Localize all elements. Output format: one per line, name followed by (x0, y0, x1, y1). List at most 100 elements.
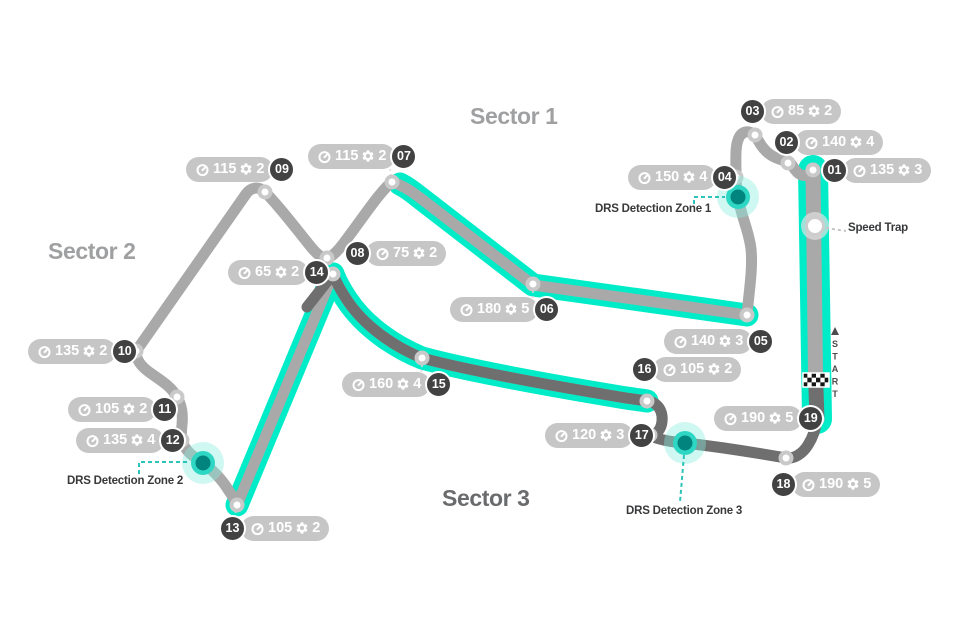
corner-speed: 85 (788, 103, 805, 119)
corner-gear: 4 (866, 134, 875, 150)
speed-trap-marker (801, 212, 847, 240)
corner-speed: 150 (655, 169, 680, 185)
corner-07-marker (384, 174, 400, 190)
drs-detection-dot-1 (717, 176, 759, 218)
corner-number: 05 (747, 327, 775, 355)
drs-detection-dot-3 (664, 422, 706, 464)
drs-label-connectors (138, 196, 725, 503)
corner-speed: 65 (255, 264, 272, 280)
drs-detection-zone-2-label: DRS Detection Zone 2 (67, 475, 184, 487)
speedometer-icon (318, 150, 331, 163)
corner-number: 19 (797, 404, 825, 432)
corner-number: 07 (390, 142, 418, 170)
corner-number: 03 (739, 97, 766, 125)
corner-speed: 135 (870, 162, 895, 178)
corner-gear: 4 (413, 376, 422, 392)
corner-gear: 4 (147, 432, 156, 448)
corner-number: 11 (151, 395, 179, 423)
drs-detection-zone-3-label: DRS Detection Zone 3 (626, 505, 743, 517)
corner-number: 12 (159, 426, 187, 454)
gear-icon (83, 345, 95, 357)
gear-icon (275, 266, 287, 278)
checkered-flag (802, 372, 830, 388)
corner-number: 17 (628, 421, 656, 449)
corner-badge-03: 03 85 2 (739, 97, 842, 125)
gear-icon (362, 150, 374, 162)
speedometer-icon (86, 434, 99, 447)
corner-gear: 5 (521, 301, 530, 317)
corner-05-marker (739, 307, 755, 323)
corner-number: 04 (711, 163, 739, 191)
corner-gear: 3 (735, 333, 744, 349)
corner-gear: 2 (291, 264, 300, 280)
corner-number: 09 (268, 155, 296, 183)
corner-13-marker (229, 497, 245, 513)
corner-speed: 75 (393, 245, 410, 261)
speedometer-icon (638, 171, 651, 184)
corner-gear: 2 (139, 401, 148, 417)
gear-icon (296, 522, 308, 534)
speedometer-icon (805, 136, 818, 149)
drs-detection-dot-2 (182, 442, 224, 484)
corner-speed: 190 (741, 410, 766, 426)
speedometer-icon (352, 378, 365, 391)
corner-speed: 120 (572, 427, 597, 443)
corner-speed: 140 (822, 134, 847, 150)
speedometer-icon (853, 164, 866, 177)
gear-icon (683, 171, 695, 183)
sector-3-label: Sector 3 (442, 485, 530, 511)
corner-speed: 190 (819, 476, 844, 492)
corner-speed-pill: 140 4 (795, 129, 884, 155)
corner-gear: 2 (312, 520, 321, 536)
gear-icon (505, 303, 517, 315)
corner-speed-pill: 85 2 (761, 98, 842, 124)
corner-09-marker (257, 184, 273, 200)
corner-gear: 2 (824, 103, 833, 119)
corner-speed: 105 (95, 401, 120, 417)
speedometer-icon (663, 363, 676, 376)
corner-number: 02 (773, 128, 800, 156)
speed-trap-dot (805, 216, 825, 236)
gear-icon (769, 412, 781, 424)
corner-16-marker (639, 393, 655, 409)
gear-icon (719, 335, 731, 347)
corner-gear: 5 (785, 410, 794, 426)
gear-icon (240, 163, 252, 175)
gear-icon (123, 403, 135, 415)
corner-gear: 3 (616, 427, 625, 443)
gear-icon (131, 434, 143, 446)
speed-trap-label: Speed Trap (848, 222, 908, 234)
start-direction-arrow-icon (831, 327, 839, 335)
corner-number: 01 (821, 156, 848, 184)
corner-06-marker (525, 276, 541, 292)
corner-18-marker (778, 450, 794, 466)
corner-number: 18 (770, 470, 797, 498)
corner-gear: 2 (99, 343, 108, 359)
corner-number: 06 (533, 295, 561, 323)
corner-speed: 105 (268, 520, 293, 536)
gear-icon (898, 164, 910, 176)
start-label: START (830, 339, 840, 402)
speedometer-icon (238, 266, 251, 279)
corner-speed: 105 (680, 361, 705, 377)
